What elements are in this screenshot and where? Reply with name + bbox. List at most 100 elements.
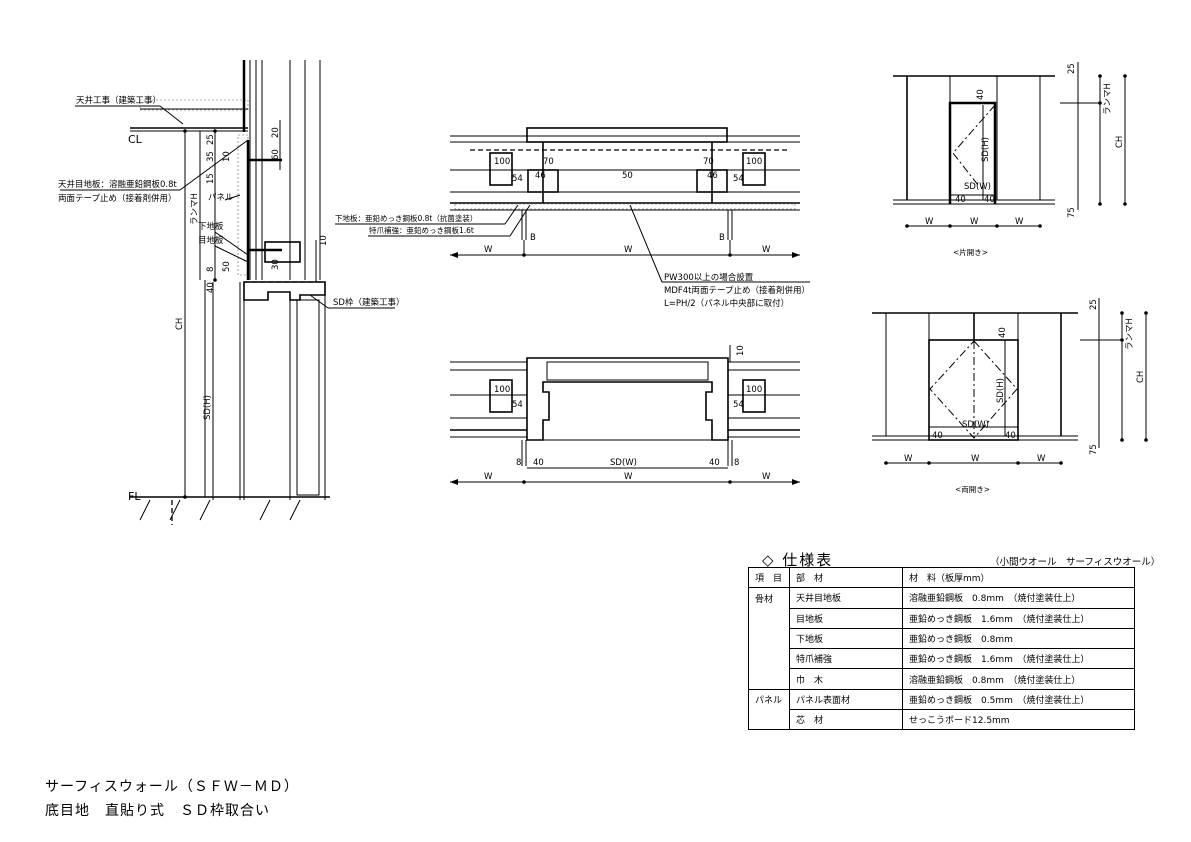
dim: 50 [222,261,232,272]
cell-category [748,608,790,629]
dim-w: W [904,454,913,464]
dim: 46 [535,171,546,181]
elevation-double-door: 25 75 40 40 40 SD(H) SD(W) ランマH CH W W W… [872,298,1148,494]
dim: 40 [955,195,966,205]
dim: 54 [512,400,523,410]
dim-w: W [1037,454,1046,464]
table-row: 下地板亜鉛めっき鋼板 0.8mm [748,627,1135,650]
dim: 40 [533,458,544,468]
dim: 8 [516,458,521,468]
dim: 35 [206,151,216,162]
table-row: 骨材天井目地板溶融亜鉛鋼板 0.8mm （焼付塗装仕上） [748,587,1135,609]
note-line: L=PH/2（パネル中央部に取付） [664,298,789,309]
label-ranma-h: ランマH [1103,83,1113,115]
label-ceiling-work: 天井工事（建築工事） [76,95,161,106]
dim: 70 [703,157,714,167]
spec-table-title: ◇ 仕様表 [762,551,834,569]
plan-bottom: 10 100 54 54 100 8 40 SD(W) 40 8 W W W [450,345,800,485]
cell-part: 下地板 [789,627,903,650]
dim: 100 [494,385,510,395]
table-row: 芯 材せっこうボード12.5mm [748,709,1135,731]
label-tape: 両面テープ止め（接着剤併用） [58,193,177,204]
table-row: 巾 木溶融亜鉛鋼板 0.8mm （焼付塗装仕上） [748,668,1135,690]
dim-w: W [624,245,633,255]
dim-w: W [970,217,979,227]
dim: 40 [709,458,720,468]
cell-part: 天井目地板 [789,587,903,609]
note-line: MDF4t両面テープ止め（接着剤併用） [664,285,810,296]
dim-w: W [762,245,771,255]
label-joint-board: 目地板 [198,235,224,246]
dim: 40 [984,195,995,205]
label-ch: CH [1136,371,1146,383]
dim: 10 [319,235,329,246]
dim: 75 [1089,444,1099,455]
label-fl: FL [128,490,141,503]
dim: 54 [733,174,744,184]
drawing-subtitle: 底目地 直貼り式 ＳＤ枠取合い [45,803,270,819]
drawing-title: サーフィスウォール（ＳＦＷ－ＭＤ） [45,779,299,795]
cell-material: 溶融亜鉛鋼板 0.8mm （焼付塗装仕上） [902,668,1135,690]
label-ceiling-joint: 天井目地板：溶融亜鉛鋼板0.8t [58,179,178,190]
dim: 40 [976,89,986,100]
dim: 100 [746,157,762,167]
table-row: 目地板亜鉛めっき鋼板 1.6mm （焼付塗装仕上） [748,607,1135,629]
label-base-board-note: 下地板：亜鉛めっき鋼板0.8t（抗菌塗装） [335,213,477,223]
spec-table: 項 目 部 材 材 料（板厚mm） 骨材天井目地板溶融亜鉛鋼板 0.8mm （焼… [748,566,1135,731]
dim: 70 [543,157,554,167]
dim-w: W [484,472,493,482]
table-row: パネルパネル表面材亜鉛めっき鋼板 0.5mm （焼付塗装仕上） [748,688,1135,711]
dim: 46 [707,171,718,181]
dim: 25 [1067,63,1077,74]
dim: 30 [271,259,281,270]
label-reinforce-note: 特爪補強：亜鉛めっき鋼板1.6t [369,225,474,235]
cell-part: 巾 木 [789,668,903,690]
label-ranma-h: ランマH [190,193,200,225]
cell-part: 目地板 [789,607,903,629]
header-item: 項 目 [748,566,790,589]
label-ranma-h: ランマH [1125,318,1135,350]
dim: 54 [733,400,744,410]
cell-category [748,648,790,669]
dim-w: W [971,454,980,464]
label-panel: パネル [208,193,234,203]
dim: 75 [1067,207,1077,218]
dim: 40 [1005,431,1016,441]
cell-category [748,709,790,731]
dim: 8 [734,458,739,468]
label-sd-h: SD(H) [981,137,991,162]
cell-part: 芯 材 [789,709,903,731]
label-ch: CH [1115,136,1125,148]
label-ch: CH [175,318,185,330]
dim: 10 [736,345,746,356]
label-cl: CL [128,133,143,146]
cell-material: 亜鉛めっき鋼板 0.8mm [902,627,1135,650]
dim-w: W [484,245,493,255]
dim-w: W [1015,217,1024,227]
dim-w: W [762,472,771,482]
cell-material: 亜鉛めっき鋼板 1.6mm （焼付塗装仕上） [902,607,1135,629]
label-sd-w: SD(W) [962,420,989,430]
table-row: 特爪補強亜鉛めっき鋼板 1.6mm （焼付塗装仕上） [748,648,1135,670]
dim-w: W [624,472,633,482]
plan-top: 100 54 46 70 50 70 46 54 100 B B W W W 下… [335,127,810,309]
dim: 40 [206,282,216,293]
table-header-row: 項 目 部 材 材 料（板厚mm） [748,566,1135,589]
cell-category [748,668,790,690]
label-sd-h: SD(H) [996,378,1006,403]
dim-sd-w: SD(W) [610,458,637,468]
cell-category: 骨材 [748,587,790,609]
vertical-section: 天井工事（建築工事） CL FL 天井目地板：溶融亜鉛鋼板0.8t 両面テープ止… [58,60,404,525]
cell-material: 溶融亜鉛鋼板 0.8mm （焼付塗装仕上） [902,587,1135,609]
header-part: 部 材 [789,566,903,589]
dim: 100 [494,157,510,167]
note-line: PW300以上の場合設置 [664,272,754,283]
header-material: 材 料（板厚mm） [902,566,1135,589]
cell-category: パネル [748,688,790,710]
dim: 10 [222,151,232,162]
elevation-single-door: 25 75 40 40 40 SD(H) SD(W) ランマH CH W W W… [893,62,1127,257]
dim-b: B [719,233,725,243]
dim: 25 [1089,299,1099,310]
label-sd-frame: SD枠（建築工事） [333,297,404,308]
